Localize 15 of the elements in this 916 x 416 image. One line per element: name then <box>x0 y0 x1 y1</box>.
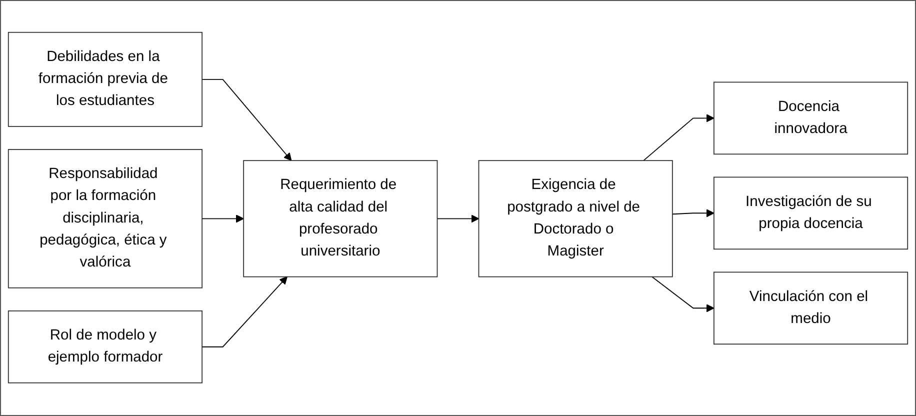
node-box: Responsabilidad por la formación disciplinaria, pedagógica, ética y valórica <box>8 149 203 289</box>
node-box: Exigencia de postgrado a nivel de Doctorado o Magister <box>478 160 673 278</box>
node-box: Requerimiento de alta calidad del profesorado universitario <box>243 160 438 278</box>
node-box: Debilidades en la formación previa de los estudiantes <box>8 32 203 128</box>
arrow <box>202 276 288 348</box>
arrow <box>652 276 714 313</box>
arrow <box>202 79 292 162</box>
arrow <box>643 114 714 162</box>
node-box: Rol de modelo y ejemplo formador <box>8 310 203 384</box>
node-box: Docencia innovadora <box>713 82 908 155</box>
node-box: Investigación de su propia docencia <box>713 177 908 250</box>
arrow <box>672 209 714 218</box>
node-box: Vinculación con el medio <box>713 272 908 345</box>
arrow <box>202 215 244 224</box>
arrow <box>436 215 480 224</box>
